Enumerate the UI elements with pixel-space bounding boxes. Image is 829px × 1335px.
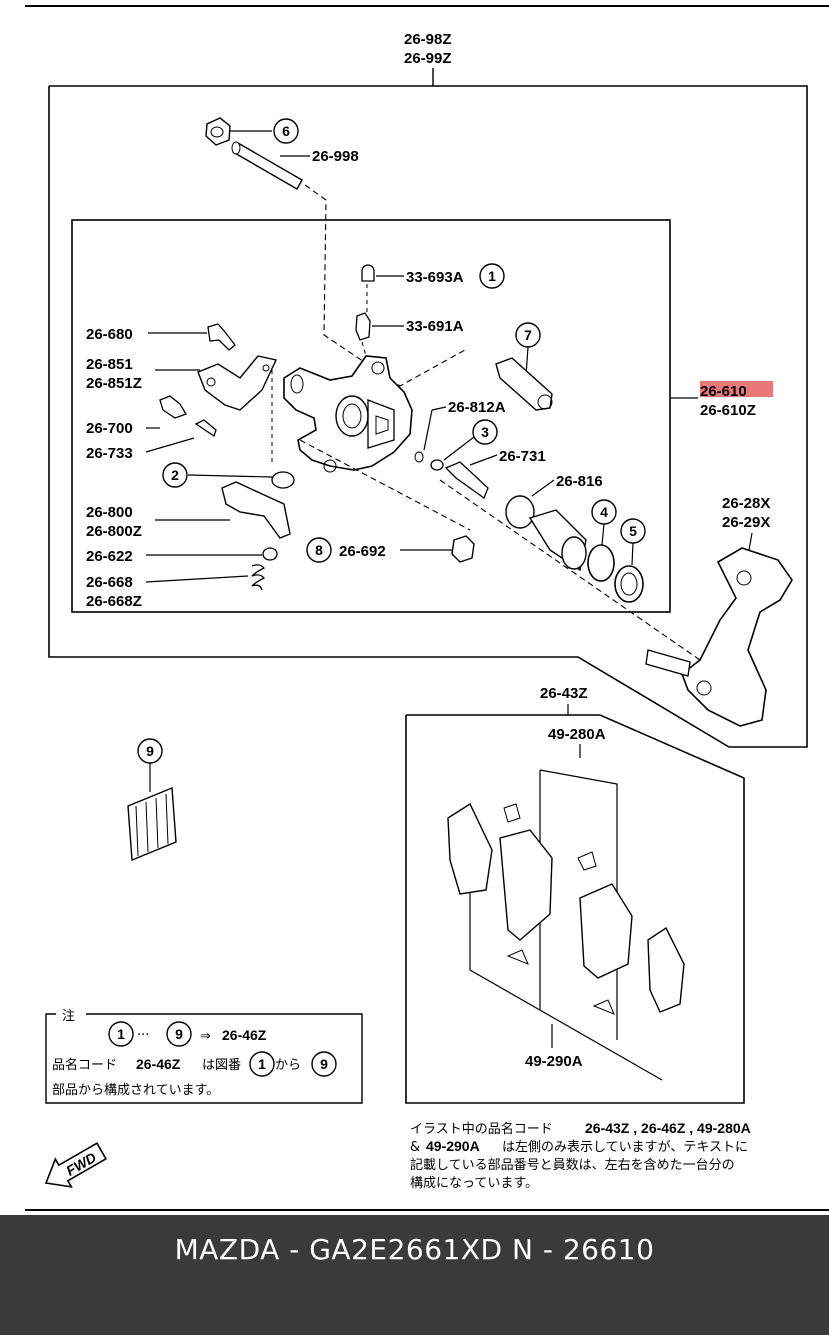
label-26-851: 26-851 — [86, 356, 133, 373]
remark-line1-codes: 26-43Z , 26-46Z , 49-280A — [585, 1120, 751, 1136]
fwd-arrow-icon: FWD — [44, 1142, 108, 1188]
remark-line2-a: & — [410, 1140, 420, 1155]
note-line2-circle: 1 — [258, 1056, 266, 1072]
remark-line3: 記載している部品番号と員数は、左右を含めた一台分の — [410, 1157, 735, 1173]
callout-7: 7 — [524, 327, 532, 343]
label-26-680: 26-680 — [86, 326, 133, 343]
note-line2-end: 9 — [320, 1056, 328, 1072]
callout-1: 1 — [488, 268, 496, 284]
callout-2: 2 — [171, 467, 179, 483]
label-26-29X: 26-29X — [722, 514, 770, 531]
callout-8: 8 — [315, 542, 323, 558]
label-26-668Z: 26-668Z — [86, 593, 142, 610]
remark-line2-code: 49-290A — [426, 1138, 480, 1154]
callout-3: 3 — [481, 424, 489, 440]
note-range-end: 9 — [175, 1026, 183, 1042]
caliper-bracket-icon — [645, 547, 793, 727]
label-26-692: 26-692 — [339, 543, 386, 560]
remark-line2-b: は左側のみ表示していますが、テキストに — [502, 1140, 748, 1155]
note-frame — [45, 1013, 363, 1104]
label-26-610: 26-610 — [700, 383, 747, 400]
callout-9: 9 — [146, 743, 154, 759]
callout-6: 6 — [282, 123, 290, 139]
label-26-622: 26-622 — [86, 548, 133, 565]
note-line2-code: 26-46Z — [136, 1056, 181, 1072]
label-33-693A: 33-693A — [406, 269, 464, 286]
guide-pin-icon — [231, 141, 303, 190]
note-line2-a: 品名コード — [52, 1057, 117, 1073]
footer-part-number: MAZDA - GA2E2661XD N - 26610 — [174, 1233, 655, 1266]
label-26-851Z: 26-851Z — [86, 375, 142, 392]
label-26-99Z: 26-99Z — [404, 50, 452, 67]
label-26-812A: 26-812A — [448, 399, 506, 416]
label-26-28X: 26-28X — [722, 495, 770, 512]
label-26-816: 26-816 — [556, 473, 603, 490]
label-26-800: 26-800 — [86, 504, 133, 521]
pad-kit-frame — [405, 714, 745, 1104]
label-26-733: 26-733 — [86, 445, 133, 462]
bolt-cap-icon — [205, 117, 231, 146]
note-range-start: 1 — [117, 1026, 125, 1042]
note-arrow: ⇒ — [200, 1029, 211, 1044]
note-dots: ··· — [137, 1028, 149, 1043]
remark-line1-a: イラスト中の品名コード — [410, 1121, 553, 1137]
label-26-98Z: 26-98Z — [404, 31, 452, 48]
remark-line4: 構成になっています。 — [410, 1176, 538, 1191]
label-26-998: 26-998 — [312, 148, 359, 165]
note-line2-c: から — [275, 1058, 301, 1073]
footer-bar: MAZDA - GA2E2661XD N - 26610 — [0, 1215, 829, 1335]
grease-packet-icon — [127, 786, 177, 862]
parts-diagram: 26-98Z 26-99Z 26-610 26-610Z 6 26-998 33… — [25, 5, 829, 1211]
note-code: 26-46Z — [222, 1027, 267, 1043]
caliper-frame — [71, 219, 671, 613]
label-26-610Z: 26-610Z — [700, 402, 756, 419]
label-49-290A: 49-290A — [525, 1053, 583, 1070]
label-26-731: 26-731 — [499, 448, 546, 465]
label-33-691A: 33-691A — [406, 318, 464, 335]
assembly-frame — [48, 85, 808, 748]
label-49-280A: 49-280A — [548, 726, 606, 743]
label-26-700: 26-700 — [86, 420, 133, 437]
label-26-800Z: 26-800Z — [86, 523, 142, 540]
note-line2-b: は図番 — [202, 1058, 241, 1073]
note-title: 注 — [62, 1009, 75, 1024]
label-26-43Z: 26-43Z — [540, 685, 588, 702]
note-line3: 部品から構成されています。 — [52, 1083, 219, 1098]
callout-4: 4 — [600, 504, 608, 520]
callout-5: 5 — [629, 523, 637, 539]
label-26-668: 26-668 — [86, 574, 133, 591]
highlight-box — [700, 381, 773, 397]
caliper-body-icon — [283, 355, 413, 473]
brake-pad-icon — [447, 802, 685, 1015]
